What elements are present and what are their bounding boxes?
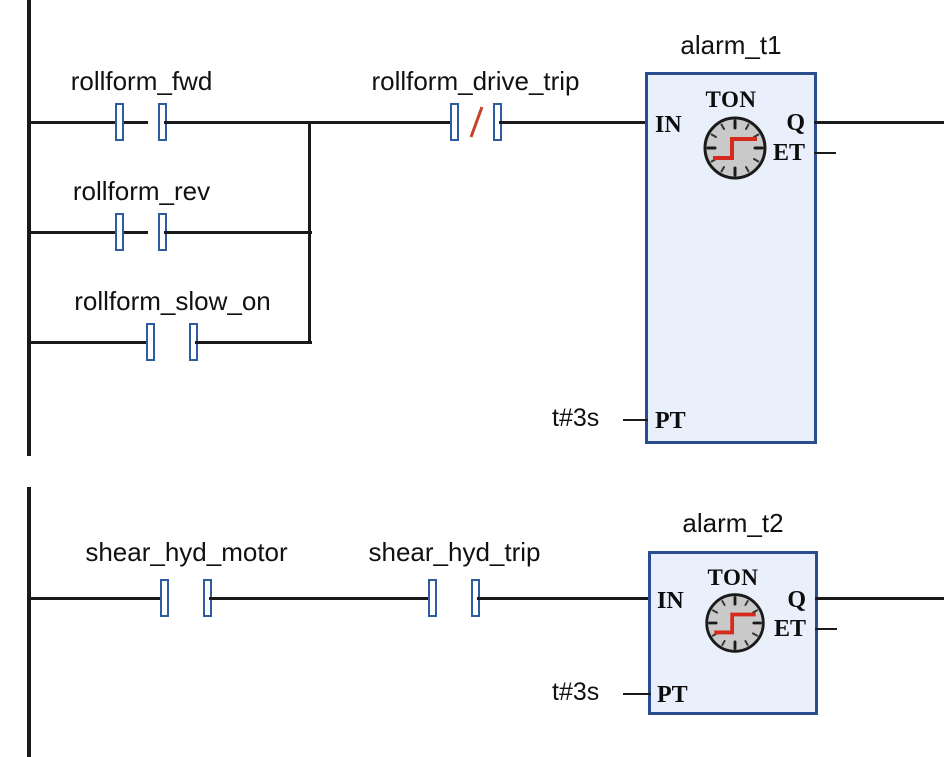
block-pin-et[interactable]: ET [772,140,805,166]
block-pin-q[interactable]: Q [787,587,806,613]
wire-pt-alarm-t2 [623,693,651,695]
pt-preset-value-alarm-t1[interactable]: t#3s [552,404,600,432]
block-pin-in[interactable]: IN [657,588,684,614]
wire-rung-2-segment-3 [477,597,651,600]
tag-label-rollform-fwd: rollform_fwd [70,66,213,96]
contact-bar-left [146,323,155,361]
pt-preset-value-alarm-t2[interactable]: t#3s [552,678,600,706]
wire-rung-2-segment-2 [209,597,431,600]
contact-rollform-drive-trip[interactable] [450,103,502,141]
tag-label-rollform-rev: rollform_rev [72,176,211,206]
wire-output-et-alarm-t1 [814,152,836,154]
power-rail-left-rung-2 [27,487,31,757]
wire-output-et-alarm-t2 [815,628,837,630]
contact-rollform-rev[interactable] [115,213,167,251]
wire-branch-2-left [29,231,148,234]
contact-rollform-fwd[interactable] [115,103,167,141]
tag-label-shear-hyd-trip: shear_hyd_trip [368,537,541,567]
contact-bar-left [450,103,459,141]
function-block-alarm-t2[interactable]: TON [648,551,818,715]
wire-branch-1-left [29,121,148,124]
contact-bar-left [115,213,124,251]
clock-icon [700,113,770,183]
wire-branch-1-right [164,121,312,124]
wire-output-q-alarm-t1 [814,121,944,124]
block-instance-label-alarm-t2: alarm_t2 [682,508,784,538]
wire-branch-3-right [195,341,312,344]
contact-shear-hyd-motor[interactable] [160,579,212,617]
block-instance-label-alarm-t1: alarm_t1 [680,30,782,60]
contact-bar-left [428,579,437,617]
block-pin-q[interactable]: Q [786,110,805,136]
contact-shear-hyd-trip[interactable] [428,579,480,617]
wire-rung-2-segment-1 [29,597,163,600]
block-type-label: TON [707,565,759,590]
tag-label-shear-hyd-motor: shear_hyd_motor [85,537,288,567]
block-pin-pt[interactable]: PT [657,682,688,708]
tag-label-rollform-slow-on: rollform_slow_on [74,286,271,316]
power-rail-left-rung-1 [27,0,31,456]
branch-junction-rung-1 [308,121,311,344]
function-block-alarm-t1[interactable]: TON [645,72,817,444]
block-type-label: TON [705,87,757,112]
clock-icon [702,590,768,656]
normally-closed-slash [469,106,483,138]
contact-bar-left [115,103,124,141]
wire-pt-alarm-t1 [623,419,648,421]
wire-branch-3-left [29,341,149,344]
block-pin-pt[interactable]: PT [655,408,686,434]
wire-output-q-alarm-t2 [815,597,944,600]
contact-rollform-slow-on[interactable] [146,323,198,361]
wire-series-right [499,121,648,124]
block-pin-et[interactable]: ET [773,616,806,642]
wire-branch-2-right [164,231,312,234]
contact-bar-left [160,579,169,617]
wire-series-left [308,121,453,124]
tag-label-rollform-drive-trip: rollform_drive_trip [371,66,580,96]
block-pin-in[interactable]: IN [655,112,682,138]
